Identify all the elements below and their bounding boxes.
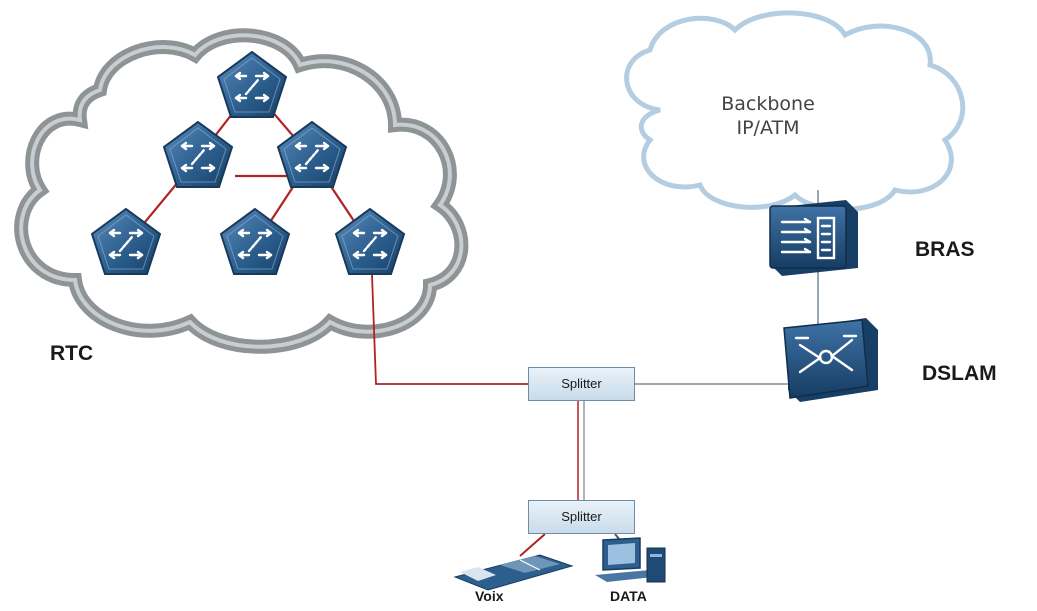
splitter-top: Splitter (528, 367, 635, 401)
rtc-to-splitter-link (371, 274, 528, 385)
dslam-icon (783, 318, 878, 402)
splitter-top-label: Splitter (561, 376, 602, 391)
backbone-label-line2: IP/ATM (736, 117, 800, 139)
bras-label: BRAS (915, 238, 975, 261)
splitter-bottom-label: Splitter (561, 509, 602, 524)
telephone-icon (453, 554, 574, 591)
bras-router-icon (769, 200, 858, 276)
splitter-to-splitter-link (577, 401, 585, 500)
splitter-to-phone-link (519, 533, 546, 557)
backbone-cloud (624, 10, 966, 212)
data-label: DATA (610, 588, 647, 604)
voix-label: Voix (475, 588, 504, 604)
computer-icon (595, 537, 666, 583)
dslam-label: DSLAM (922, 362, 997, 385)
backbone-label: Backbone IP/ATM (718, 92, 818, 140)
splitter-bottom: Splitter (528, 500, 635, 534)
backbone-label-line1: Backbone (721, 93, 815, 115)
rtc-label: RTC (50, 342, 94, 365)
